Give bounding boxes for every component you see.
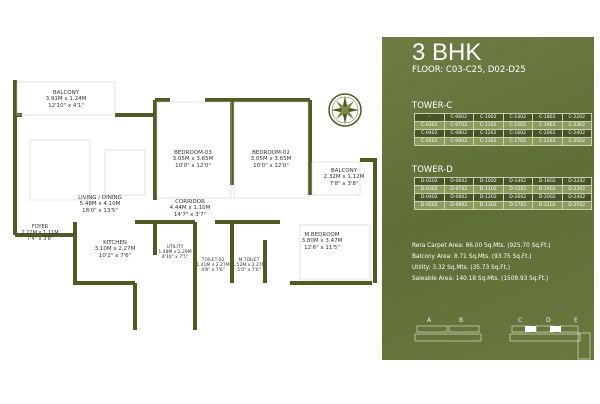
unit-cell: D-0802 xyxy=(443,193,474,202)
unit-cell: - xyxy=(414,113,445,122)
compass-icon xyxy=(328,93,362,127)
unit-cell: C-2402 xyxy=(561,129,592,138)
unit-cell: D-0202 xyxy=(414,177,445,186)
unit-cell: C-0802 xyxy=(443,129,474,138)
unit-cell: C-2302 xyxy=(561,121,592,130)
unit-cell: D-2102 xyxy=(532,201,563,210)
unit-cell: C-0602 xyxy=(443,113,474,122)
key-plan xyxy=(414,325,591,360)
unit-cell: D-1602 xyxy=(502,193,533,202)
tower-c-label: TOWER-C xyxy=(412,101,453,111)
key-label-d: D xyxy=(546,317,551,324)
unit-cell: C-1302 xyxy=(473,137,504,146)
unit-cell: C-0702 xyxy=(443,121,474,130)
unit-cell: D-1802 xyxy=(532,177,563,186)
unit-cell: D-0602 xyxy=(443,177,474,186)
unit-cell: C-1802 xyxy=(532,113,563,122)
unit-cell: D-1402 xyxy=(502,177,533,186)
unit-cell: C-1402 xyxy=(502,113,533,122)
unit-cell: C-1102 xyxy=(473,121,504,130)
saleable-area: Saleable Area: 140.18 Sq.Mts. (1508.93 S… xyxy=(412,276,549,282)
unit-cell: C-1702 xyxy=(502,137,533,146)
area-details: Rera Carpet Area: 86.00 Sq.Mts. (925.70 … xyxy=(412,241,551,285)
unit-cell: C-0302 xyxy=(414,121,445,130)
unit-cell: C-1502 xyxy=(502,121,533,130)
unit-cell: C-1602 xyxy=(502,129,533,138)
utility-area: Utility: 3.32 Sq.Mts. (35.73 Sq.Ft.) xyxy=(412,265,510,271)
unit-cell: D-2402 xyxy=(561,193,592,202)
unit-cell: D-2302 xyxy=(561,185,592,194)
tower-d-label: TOWER-D xyxy=(412,165,453,175)
unit-cell: D-1302 xyxy=(473,201,504,210)
unit-cell: D-2002 xyxy=(532,193,563,202)
unit-cell: C-1202 xyxy=(473,129,504,138)
key-label-a: A xyxy=(427,317,432,324)
unit-cell: D-1502 xyxy=(502,185,533,194)
unit-cell: D-0902 xyxy=(443,201,474,210)
unit-cell: D-1902 xyxy=(532,185,563,194)
unit-cell: D-1102 xyxy=(473,185,504,194)
unit-cell: D-1002 xyxy=(473,177,504,186)
unit-cell: C-0902 xyxy=(443,137,474,146)
unit-cell: D-2202 xyxy=(561,177,592,186)
rera-carpet-area: Rera Carpet Area: 86.00 Sq.Mts. (925.70 … xyxy=(412,243,551,249)
unit-cell: C-0502 xyxy=(414,137,445,146)
unit-cell: D-0402 xyxy=(414,193,445,202)
floor-range: FLOOR: C03-C25, D02-D25 xyxy=(412,65,526,75)
unit-cell: D-1702 xyxy=(502,201,533,210)
unit-cell: D-0502 xyxy=(414,201,445,210)
unit-cell: C-2502 xyxy=(561,137,592,146)
unit-cell: C-1002 xyxy=(473,113,504,122)
key-label-e: E xyxy=(574,317,578,324)
unit-cell: D-2502 xyxy=(561,201,592,210)
key-label-b: B xyxy=(459,317,464,324)
floor-plan-walls xyxy=(13,80,377,330)
unit-cell: D-0702 xyxy=(443,185,474,194)
balcony-area: Balcony Area: 8.71 Sq.Mts. (93.75 Sq.Ft.… xyxy=(412,254,532,260)
unit-cell: D-0302 xyxy=(414,185,445,194)
unit-type-title: 3 BHK xyxy=(412,39,482,66)
unit-cell: C-2202 xyxy=(561,113,592,122)
unit-cell: C-0402 xyxy=(414,129,445,138)
info-panel: 3 BHK FLOOR: C03-C25, D02-D25 TOWER-C -C… xyxy=(382,37,594,360)
unit-cell: C-1902 xyxy=(532,121,563,130)
unit-cell: C-2102 xyxy=(532,137,563,146)
unit-cell: D-1202 xyxy=(473,193,504,202)
unit-cell: C-2002 xyxy=(532,129,563,138)
key-label-c: C xyxy=(518,317,523,324)
